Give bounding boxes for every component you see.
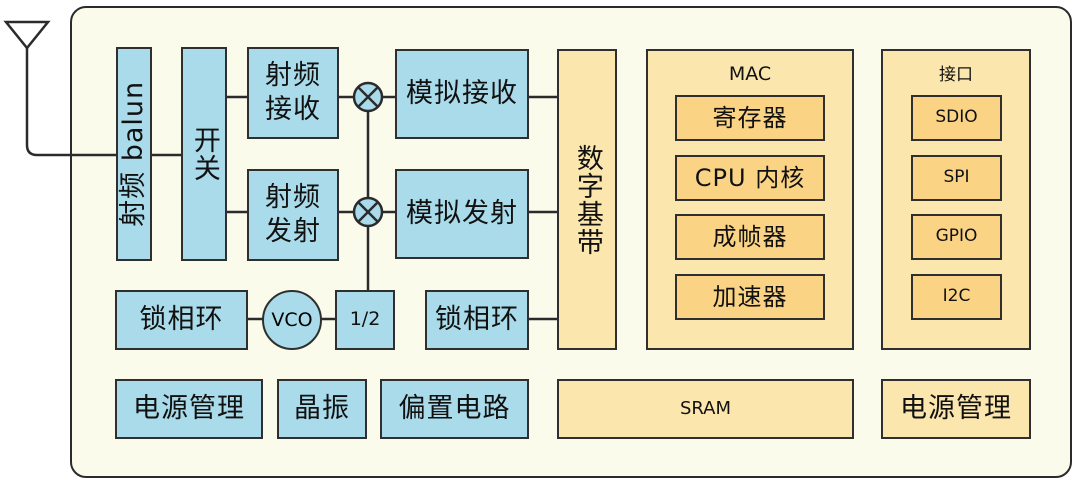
sram-block: SRAM	[557, 379, 854, 439]
rf-receive-label-line2: 接收	[265, 94, 321, 125]
mixer-icon-rx	[352, 81, 384, 113]
antenna-feed-line	[25, 48, 117, 157]
rf-balun-label: 射频 balun	[118, 81, 150, 227]
mixer-icon-tx	[352, 196, 384, 228]
mac-item-register: 寄存器	[675, 95, 825, 141]
crystal-block: 晶振	[277, 379, 367, 439]
interface-item-i2c: I2C	[911, 274, 1002, 320]
interface-item-i2c-label: I2C	[942, 286, 971, 307]
mac-item-cpu-core: CPU 内核	[675, 155, 825, 201]
interface-title: 接口	[939, 65, 973, 85]
power-management-right-label: 电源管理	[900, 393, 1012, 425]
interface-item-spi-label: SPI	[943, 167, 970, 188]
interface-item-gpio-label: GPIO	[935, 226, 978, 247]
switch-label: 开关	[188, 126, 220, 182]
power-management-right-block: 电源管理	[881, 379, 1031, 439]
digital-baseband-label: 数字基带	[571, 143, 603, 256]
vco-label: VCO	[271, 309, 313, 331]
power-management-left-block: 电源管理	[115, 379, 263, 439]
mac-item-framer-label: 成帧器	[712, 223, 788, 251]
digital-baseband-block: 数字基带	[557, 49, 617, 350]
pll-left-label: 锁相环	[139, 304, 224, 336]
mac-item-accelerator: 加速器	[675, 274, 825, 320]
divider-label: 1/2	[349, 308, 381, 331]
vco-circle: VCO	[262, 290, 322, 350]
mac-item-accelerator-label: 加速器	[712, 283, 788, 311]
mac-item-register-label: 寄存器	[712, 104, 788, 132]
pll-left-block: 锁相环	[115, 290, 248, 350]
rf-receive-block: 射频 接收	[247, 47, 339, 139]
interface-item-gpio: GPIO	[911, 214, 1002, 260]
analog-receive-label: 模拟接收	[406, 78, 518, 110]
rf-transmit-label-line2: 发射	[265, 216, 321, 247]
sram-label: SRAM	[679, 397, 732, 419]
switch-block: 开关	[181, 47, 227, 261]
pll-right-label: 锁相环	[435, 304, 519, 336]
pll-right-block: 锁相环	[425, 290, 529, 350]
interface-item-spi: SPI	[911, 155, 1002, 201]
rf-balun-block: 射频 balun	[116, 47, 152, 261]
mac-title: MAC	[728, 63, 772, 85]
rf-receive-label-line1: 射频	[265, 60, 321, 92]
antenna-icon	[3, 20, 51, 50]
rf-transmit-block: 射频 发射	[247, 169, 339, 261]
analog-transmit-label: 模拟发射	[406, 198, 518, 230]
crystal-label: 晶振	[294, 393, 350, 425]
rf-transmit-label-line1: 射频	[265, 182, 321, 214]
analog-receive-block: 模拟接收	[395, 49, 529, 139]
bias-circuit-label: 偏置电路	[398, 393, 511, 425]
mac-item-framer: 成帧器	[675, 214, 825, 260]
interface-item-sdio: SDIO	[911, 95, 1002, 141]
bias-circuit-block: 偏置电路	[380, 379, 529, 439]
interface-item-sdio-label: SDIO	[935, 107, 978, 128]
divider-block: 1/2	[335, 290, 395, 350]
mac-item-cpu-core-label: CPU 内核	[694, 164, 806, 192]
analog-transmit-block: 模拟发射	[395, 169, 529, 259]
power-management-left-label: 电源管理	[133, 393, 245, 425]
